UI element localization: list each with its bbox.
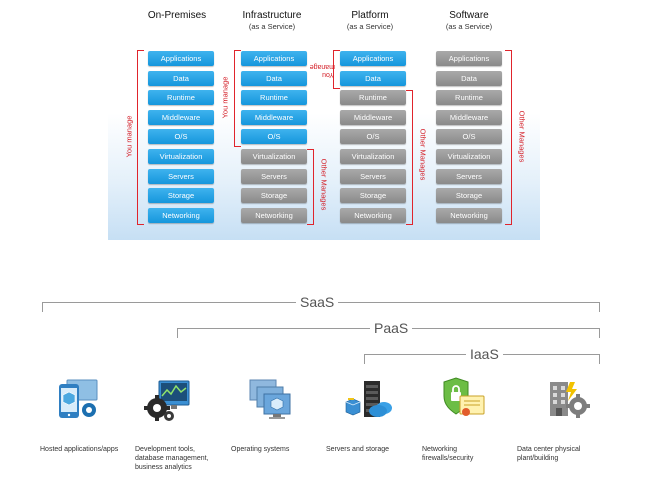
label-other-manages: Other Manages — [319, 158, 329, 211]
bracket-paas-you — [333, 50, 340, 89]
layer-block: Networking — [148, 208, 214, 223]
column-header-saas: Software (as a Service) — [424, 10, 514, 32]
hosted-apps-icon — [57, 378, 101, 422]
tier-label-paas: PaaS — [370, 320, 413, 336]
networking-security-icon — [440, 376, 485, 420]
operating-systems-icon — [248, 378, 292, 422]
label-other-manages: Other Manages — [517, 110, 527, 163]
paas-span-tick-left — [177, 328, 178, 338]
caption-operating-systems: Operating systems — [231, 446, 290, 453]
layer-block: Middleware — [436, 110, 502, 125]
layer-block: Data — [148, 71, 214, 86]
layer-block: Networking — [340, 208, 406, 223]
column-subtitle: (as a Service) — [445, 22, 493, 31]
layer-block: Applications — [436, 51, 502, 66]
layer-block: Runtime — [340, 90, 406, 105]
tier-label-saas: SaaS — [296, 294, 339, 310]
layer-block: Virtualization — [148, 149, 214, 164]
layer-block: Data — [241, 71, 307, 86]
label-other-manages: Other Manages — [418, 128, 428, 181]
caption-networking-security: Networking firewalls/security — [422, 446, 474, 462]
column-header-paas: Platform (as a Service) — [325, 10, 415, 32]
column-title: Software — [449, 10, 489, 21]
layer-block: Storage — [241, 188, 307, 203]
layer-block: O/S — [436, 129, 502, 144]
layer-block: O/S — [340, 129, 406, 144]
caption-dev-tools: Development tools, database management, … — [135, 446, 209, 471]
layer-block: Storage — [340, 188, 406, 203]
layer-block: Data — [340, 71, 406, 86]
layer-block: O/S — [148, 129, 214, 144]
iaas-span-tick-right — [599, 354, 600, 364]
layer-block: Data — [436, 71, 502, 86]
layer-block: O/S — [241, 129, 307, 144]
layer-block: Virtualization — [241, 149, 307, 164]
layer-block: Middleware — [340, 110, 406, 125]
bracket-iaas-other — [307, 149, 314, 225]
layer-block: Middleware — [148, 110, 214, 125]
column-title: Infrastructure — [242, 10, 302, 21]
servers-storage-icon — [342, 378, 392, 422]
caption-datacenter: Data center physical plant/building — [517, 446, 581, 462]
column-subtitle: (as a Service) — [346, 22, 394, 31]
column-header-iaas: Infrastructure (as a Service) — [227, 10, 317, 32]
iaas-span-tick-left — [364, 354, 365, 364]
layer-block: Servers — [148, 169, 214, 184]
layer-block: Runtime — [148, 90, 214, 105]
layer-block: Middleware — [241, 110, 307, 125]
column-header-on-premises: On-Premises — [132, 10, 222, 21]
bracket-paas-other — [406, 90, 413, 225]
bracket-iaas-you — [234, 50, 241, 147]
layer-block: Applications — [148, 51, 214, 66]
layer-block: Storage — [436, 188, 502, 203]
layer-block: Runtime — [436, 90, 502, 105]
layer-block: Virtualization — [340, 149, 406, 164]
layer-block: Runtime — [241, 90, 307, 105]
dev-tools-icon — [143, 378, 190, 422]
column-title: Platform — [351, 10, 389, 21]
paas-span-tick-right — [599, 328, 600, 338]
column-subtitle: (as a Service) — [248, 22, 296, 31]
layer-block: Networking — [241, 208, 307, 223]
layer-block: Applications — [241, 51, 307, 66]
layer-block: Servers — [436, 169, 502, 184]
label-you-manage: You manage — [124, 115, 134, 158]
layer-block: Applications — [340, 51, 406, 66]
layer-block: Networking — [436, 208, 502, 223]
label-you-manage: You manage — [309, 63, 335, 78]
layer-block: Storage — [148, 188, 214, 203]
saas-span-tick-left — [42, 302, 43, 312]
label-you-manage: You manage — [220, 76, 230, 119]
bracket-on-premises-you — [137, 50, 144, 225]
column-title: On-Premises — [147, 10, 207, 21]
caption-hosted-apps: Hosted applications/apps — [40, 446, 119, 453]
bracket-saas-other — [505, 50, 512, 225]
layer-block: Servers — [340, 169, 406, 184]
saas-span-tick-right — [599, 302, 600, 312]
tier-label-iaas: IaaS — [466, 346, 503, 362]
caption-servers-storage: Servers and storage — [326, 446, 390, 453]
datacenter-icon — [546, 378, 590, 422]
layer-block: Virtualization — [436, 149, 502, 164]
layer-block: Servers — [241, 169, 307, 184]
